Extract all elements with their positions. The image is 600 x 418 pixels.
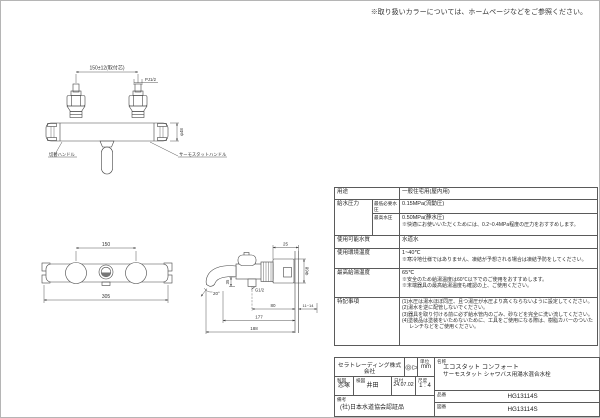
unit-cell: 単位 mm: [418, 358, 435, 377]
spec-max-pressure-label: 最高水圧: [371, 213, 401, 237]
drafter-label: 製図: [337, 378, 347, 383]
spec-env-temp-cell: 1~40℃ ※寒冷地仕様ではありません、凍結が予想される場合は凍結予防をしてくだ…: [399, 248, 598, 270]
thread-label-g: G1/2: [255, 288, 265, 293]
drafter-name: 恋塚: [337, 383, 350, 390]
label-diverter-handle: 切替ハンドル: [49, 151, 75, 158]
company-cell: セラトレーディング株式会社: [335, 358, 405, 377]
spec-note-4: (4)塗装品は塗装をいためないために、工具をご使用になる際は、樹脂カバーのついた…: [402, 317, 593, 331]
spec-note-2: (2)湯水を逆に配管しないでください。: [402, 305, 488, 312]
dim-outlet-to-wall: 80: [270, 303, 276, 308]
spec-special-notes-label: 特記事項: [333, 297, 401, 347]
date-cell: 日付 24.07.02: [392, 377, 416, 396]
drafter-cell: 製図 恋塚: [335, 377, 354, 396]
checker-name: 井田: [366, 383, 379, 390]
spec-max-hot-temp-cell: 65℃ ※安全のため給湯温度は60℃以下でのご使用をおすすめします。 ※末端器具…: [399, 268, 598, 299]
drawing-number-value: HG13114S: [507, 405, 538, 413]
dim-adjust-range: 11~14: [303, 303, 315, 308]
spec-env-temp-note: ※寒冷地仕様ではありません、凍結が予想される場合は凍結予防をしてください。: [402, 256, 587, 263]
spec-supply-label: 給水圧力: [334, 198, 373, 237]
product-name-label: 名称: [437, 359, 447, 364]
scale-cell: 尺度 1 : 4: [416, 377, 435, 396]
color-availability-note: ※取り扱いカラーについては、ホームページなどをご参照ください。: [370, 9, 587, 16]
spec-note-1: (1)水圧は湯水ほぼ同圧、且つ湯圧が水圧より高くならないように設定してください。: [402, 299, 593, 306]
dim-reach-188: 188: [250, 326, 258, 331]
spec-max-hot-temp-note2: ※末端器具の最高給湯温度も確認の上、ご使用ください。: [402, 283, 533, 290]
dim-spout-height: 35: [225, 279, 230, 284]
drawing-installation-view: 150±12(取付芯) PJ1/2 φ48 切替ハンドル サーモスタットハンドル: [45, 65, 227, 175]
spec-env-temp-label: 使用環境温度: [333, 248, 401, 270]
remarks-label: 備考: [337, 397, 347, 402]
product-name-line1: エコスタット コンフォート: [443, 364, 519, 372]
date-label: 日付: [394, 378, 404, 383]
unit-label: 単位: [420, 359, 430, 364]
projection-symbol-cell: [405, 358, 418, 377]
spec-max-hot-temp-label: 最高給湯温度: [333, 268, 401, 299]
part-number-cell: 品番 HG13114S: [435, 391, 599, 403]
dim-escutcheon-dia: Φ68: [305, 266, 310, 275]
title-block: セラトレーディング株式会社 単位 mm 製図 恋塚 検図 井田 日付: [334, 357, 600, 417]
third-angle-projection-icon: [405, 364, 417, 371]
remarks-cell: 備考 (社)日本水道協会認証品: [335, 396, 435, 416]
checker-cell: 検図 井田: [354, 377, 392, 396]
spec-usage-value: 一般住宅用(屋内用): [399, 187, 598, 200]
spec-min-pressure-value: 0.15MPa(流動圧): [399, 198, 598, 215]
mounting-leg: [66, 83, 86, 118]
remarks-value: (社)日本水道協会認証品: [340, 405, 404, 412]
label-thermostat-handle: サーモスタットハンドル: [179, 151, 227, 158]
dim-spout-angle: 20°: [213, 291, 220, 296]
spec-max-hot-temp-value: 65℃: [402, 270, 415, 277]
spec-max-hot-temp-note1: ※安全のため給湯温度は60℃以下でのご使用をおすすめします。: [402, 276, 548, 283]
dim-pitch-front: 150: [102, 242, 111, 248]
spec-usage-label: 用途: [333, 187, 401, 200]
part-number-label: 品番: [437, 392, 447, 397]
spec-max-pressure-cell: 0.50MPa(静水圧) ※快適にお使いいただくためには、0.2~0.4MPa程…: [399, 213, 598, 237]
spec-max-pressure-note: ※快適にお使いいただくためには、0.2~0.4MPa程度の圧力をおすすめします。: [402, 221, 579, 228]
spec-min-pressure-label: 最低必要水圧: [371, 198, 401, 215]
dim-handle-dia: φ48: [179, 128, 184, 136]
drawing-dimension-views: 150 305 25 Φ68 20° 35 G1/2 80 11~14 177 …: [41, 242, 318, 334]
date-value: 24.07.02: [393, 382, 414, 389]
product-name-line2: サーモスタット シャワバス用湯水混合水栓: [443, 372, 551, 379]
dim-wall-offset: 25: [283, 242, 289, 247]
spec-special-notes-cell: (1)水圧は湯水ほぼ同圧、且つ湯圧が水圧より高くならないように設定してください。…: [399, 297, 598, 347]
dim-mount-pitch: 150±12(取付芯): [90, 65, 125, 72]
scale-value: 1 : 4: [419, 383, 431, 390]
spec-env-temp-value: 1~40℃: [402, 250, 421, 257]
scale-label: 尺度: [418, 378, 428, 383]
dim-reach-177: 177: [255, 315, 263, 320]
drawing-number-cell: 図番 HG13114S: [435, 403, 599, 416]
spec-max-pressure-value: 0.50MPa(静水圧): [402, 215, 445, 222]
spec-note-3: (3)器具を取り付ける前に必ず給水管内のごみ、砂などを完全に洗い流してください。: [402, 311, 593, 318]
spec-water-quality-label: 使用可能水質: [333, 235, 401, 250]
drawing-number-label: 図番: [437, 404, 447, 409]
part-number-value: HG13114S: [507, 393, 538, 400]
product-name-cell: 名称 エコスタット コンフォート サーモスタット シャワバス用湯水混合水栓: [435, 358, 599, 391]
dim-overall-width: 305: [102, 294, 111, 300]
thread-label-pj: PJ1/2: [145, 77, 157, 82]
spec-table: 用途 一般住宅用(屋内用) 給水圧力 最低必要水圧 0.15MPa(流動圧) 最…: [333, 187, 598, 347]
checker-label: 検図: [356, 378, 366, 383]
unit-value: mm: [421, 364, 431, 371]
company-name: セラトレーディング株式会社: [337, 363, 402, 376]
spec-water-quality-value: 水道水: [399, 235, 598, 250]
